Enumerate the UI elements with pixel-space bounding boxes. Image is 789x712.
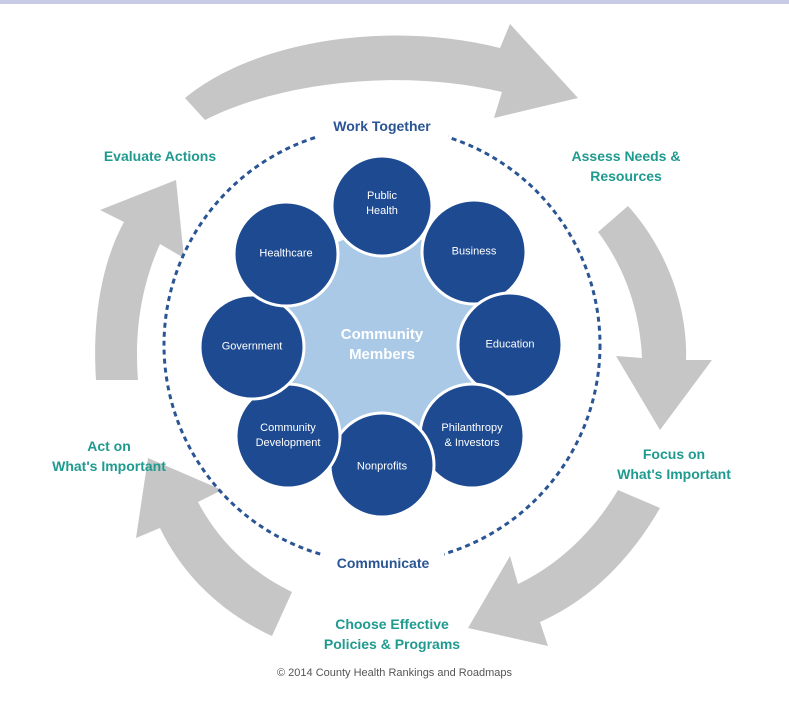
sector-label-community-development: Community Development xyxy=(256,421,321,451)
cycle-arrow-bottom-right xyxy=(468,490,660,646)
step-assess-line-2: Resources xyxy=(590,168,662,184)
step-focus: Focus on What's Important xyxy=(594,444,754,484)
step-focus-line-1: Focus on xyxy=(642,446,706,462)
core-label-line-1: Community xyxy=(340,326,424,343)
sector-label-public-health: Public Health xyxy=(366,189,398,219)
ring-label-work-together: Work Together xyxy=(333,118,431,134)
cycle-arrow-left xyxy=(95,180,184,380)
sector-philanthropy-line-2: & Investors xyxy=(444,437,500,449)
cycle-arrow-right xyxy=(598,206,712,430)
sector-business-line-1: Business xyxy=(451,245,497,258)
sector-label-government: Government xyxy=(222,340,283,355)
sector-circle-healthcare xyxy=(232,200,340,308)
step-evaluate: Evaluate Actions xyxy=(80,146,240,166)
sector-government-line-1: Government xyxy=(221,340,283,353)
sector-label-education: Education xyxy=(486,338,535,353)
step-choose: Choose Effective Policies & Programs xyxy=(312,614,472,654)
sector-community-development-line-1: Community xyxy=(260,422,316,434)
core-label: Community Members xyxy=(341,325,424,365)
step-choose-line-2: Policies & Programs xyxy=(323,636,461,652)
step-act: Act on What's Important xyxy=(34,436,184,476)
sector-label-nonprofits: Nonprofits xyxy=(357,460,407,475)
sector-circle-public-health xyxy=(330,154,434,258)
sector-nonprofits-line-1: Nonprofits xyxy=(356,460,408,473)
ring-label-communicate: Communicate xyxy=(336,555,430,571)
sector-label-healthcare: Healthcare xyxy=(259,247,312,262)
cycle-arrow-top xyxy=(185,24,578,120)
sector-label-business: Business xyxy=(452,245,497,260)
sector-public-health-line-1: Public xyxy=(367,190,397,202)
copyright-notice: © 2014 County Health Rankings and Roadma… xyxy=(277,667,512,679)
step-choose-line-1: Choose Effective xyxy=(335,616,449,632)
cycle-arrow-bottom-left xyxy=(136,458,292,636)
step-assess-needs: Assess Needs & Resources xyxy=(556,146,696,186)
step-focus-line-2: What's Important xyxy=(617,466,731,482)
sector-healthcare-line-1: Healthcare xyxy=(259,247,313,260)
sector-public-health-line-2: Health xyxy=(366,205,398,217)
sector-circle-business xyxy=(420,198,528,306)
core-label-line-2: Members xyxy=(349,346,415,363)
sector-education-line-1: Education xyxy=(485,338,535,351)
step-act-line-1: Act on xyxy=(87,438,131,454)
sector-circle-education xyxy=(456,291,564,399)
sector-label-philanthropy: Philanthropy & Investors xyxy=(441,421,502,451)
step-assess-line-1: Assess Needs & xyxy=(571,148,681,164)
step-evaluate-line-1: Evaluate Actions xyxy=(103,148,217,164)
step-act-line-2: What's Important xyxy=(52,458,166,474)
top-rule xyxy=(0,0,789,4)
sector-community-development-line-2: Development xyxy=(255,437,321,449)
sector-philanthropy-line-1: Philanthropy xyxy=(441,422,503,434)
